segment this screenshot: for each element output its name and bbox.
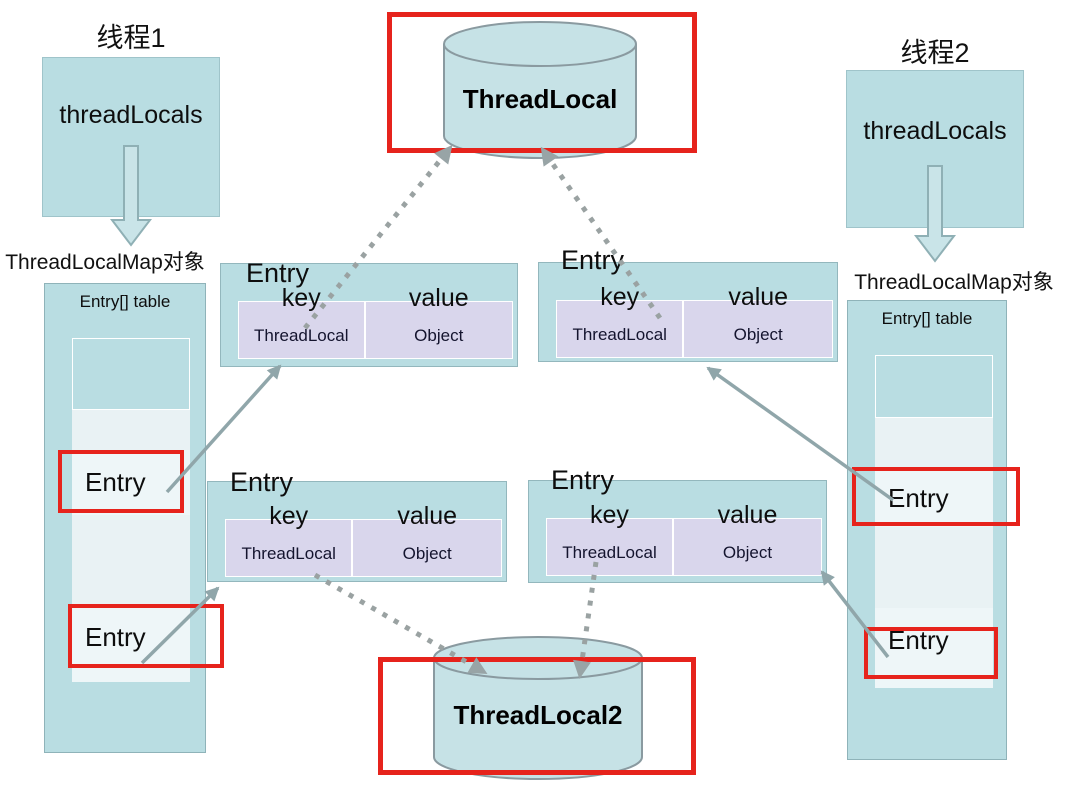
thread2-threadlocals-box: threadLocals <box>846 70 1024 228</box>
thread2-map-label: ThreadLocalMap对象 <box>854 271 1054 294</box>
table-slot <box>72 670 190 682</box>
thread1-entry2-highlight <box>68 604 224 668</box>
key-header: key <box>269 502 309 530</box>
thread2-title: 线程2 <box>900 38 970 68</box>
entry-value-cell: Object <box>352 519 502 577</box>
entry-key-cell: ThreadLocal <box>225 519 353 577</box>
bottom-cylinder-label: ThreadLocal2 <box>453 700 623 730</box>
entry-key-cell: ThreadLocal <box>546 518 673 576</box>
value-header: value <box>717 501 778 529</box>
table-slot <box>875 527 993 608</box>
thread1-entry1-highlight <box>58 450 184 513</box>
table-slot <box>72 410 190 450</box>
thread2-entry1-highlight <box>852 467 1020 526</box>
entry-table-title: Entry <box>230 467 294 497</box>
entry-table-title: Entry <box>551 465 615 495</box>
top-cylinder-highlight <box>387 12 697 153</box>
entry-table-upper-right: Entry key value ThreadLocal Object <box>538 245 838 362</box>
entry-table-lower-right: Entry key value ThreadLocal Object <box>528 465 827 583</box>
entry-table-title: Entry <box>246 258 310 288</box>
entry-value-cell: Object <box>672 518 822 576</box>
thread1-threadlocals-box: threadLocals <box>42 57 220 217</box>
thread1-map-label: ThreadLocalMap对象 <box>5 251 205 274</box>
thread2-threadlocals-label: threadLocals <box>863 116 1007 145</box>
threadlocal-cylinder-icon <box>443 21 637 159</box>
value-header: value <box>408 284 469 312</box>
thread2-entry-table-title: Entry[] table <box>881 309 973 328</box>
value-header: value <box>728 283 789 311</box>
thread1-title: 线程1 <box>96 23 166 53</box>
table-slot <box>72 515 190 605</box>
top-cylinder-label: ThreadLocal <box>462 84 618 114</box>
key-header: key <box>600 283 640 311</box>
thread2-entry-cell-1: Entry <box>875 470 993 527</box>
entry-table-upper-left: Entry key value ThreadLocal Object <box>220 258 518 367</box>
table-slot <box>72 338 190 410</box>
thread2-entry2-highlight <box>864 627 998 679</box>
entry-table-title: Entry <box>561 245 625 275</box>
thread1-threadlocals-label: threadLocals <box>59 100 203 129</box>
key-header: key <box>590 501 629 529</box>
thread1-entry-table-title: Entry[] table <box>79 292 171 311</box>
entry-table-lower-left: Entry key value ThreadLocal Object <box>207 467 507 582</box>
key-header: key <box>281 284 321 312</box>
value-header: value <box>397 502 458 530</box>
entry-value-cell: Object <box>683 300 833 358</box>
table-slot <box>875 418 993 470</box>
bottom-cylinder-highlight <box>378 657 696 775</box>
table-slot <box>875 355 993 418</box>
